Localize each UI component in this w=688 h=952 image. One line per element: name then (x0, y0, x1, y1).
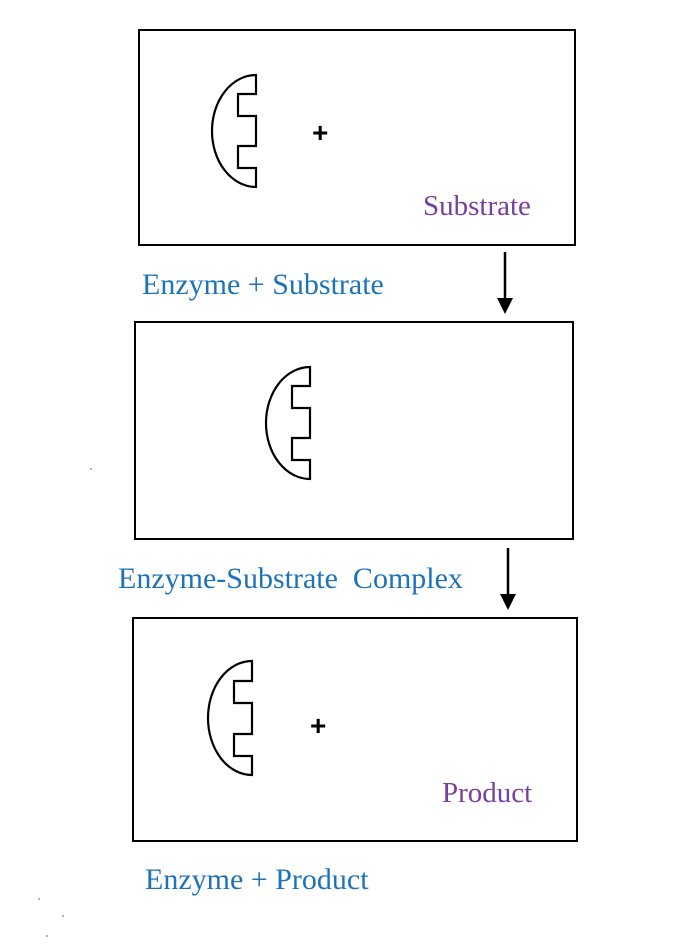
panel-enzyme-substrate: + Substrate (138, 29, 576, 246)
panel-enzyme-substrate-complex (134, 321, 574, 540)
scan-speck (62, 915, 64, 917)
scan-speck (38, 898, 40, 900)
plus-sign: + (312, 117, 329, 148)
caption-enzyme-product: Enzyme + Product (145, 863, 369, 896)
caption-enzyme-substrate-complex: Enzyme-Substrate Complex (118, 562, 463, 595)
down-arrow-icon (500, 548, 516, 610)
caption-enzyme-substrate: Enzyme + Substrate (142, 268, 384, 301)
plus-sign: + (310, 710, 327, 741)
enzyme-shape-icon (210, 73, 258, 189)
enzyme-shape-icon (264, 365, 312, 481)
product-label: Product (442, 777, 533, 809)
down-arrow-icon (497, 252, 513, 314)
panel-enzyme-product: + Product (132, 617, 578, 842)
scan-speck (46, 935, 48, 937)
scan-speck (90, 468, 92, 470)
enzyme-shape-icon (206, 659, 254, 777)
substrate-label: Substrate (423, 190, 531, 222)
